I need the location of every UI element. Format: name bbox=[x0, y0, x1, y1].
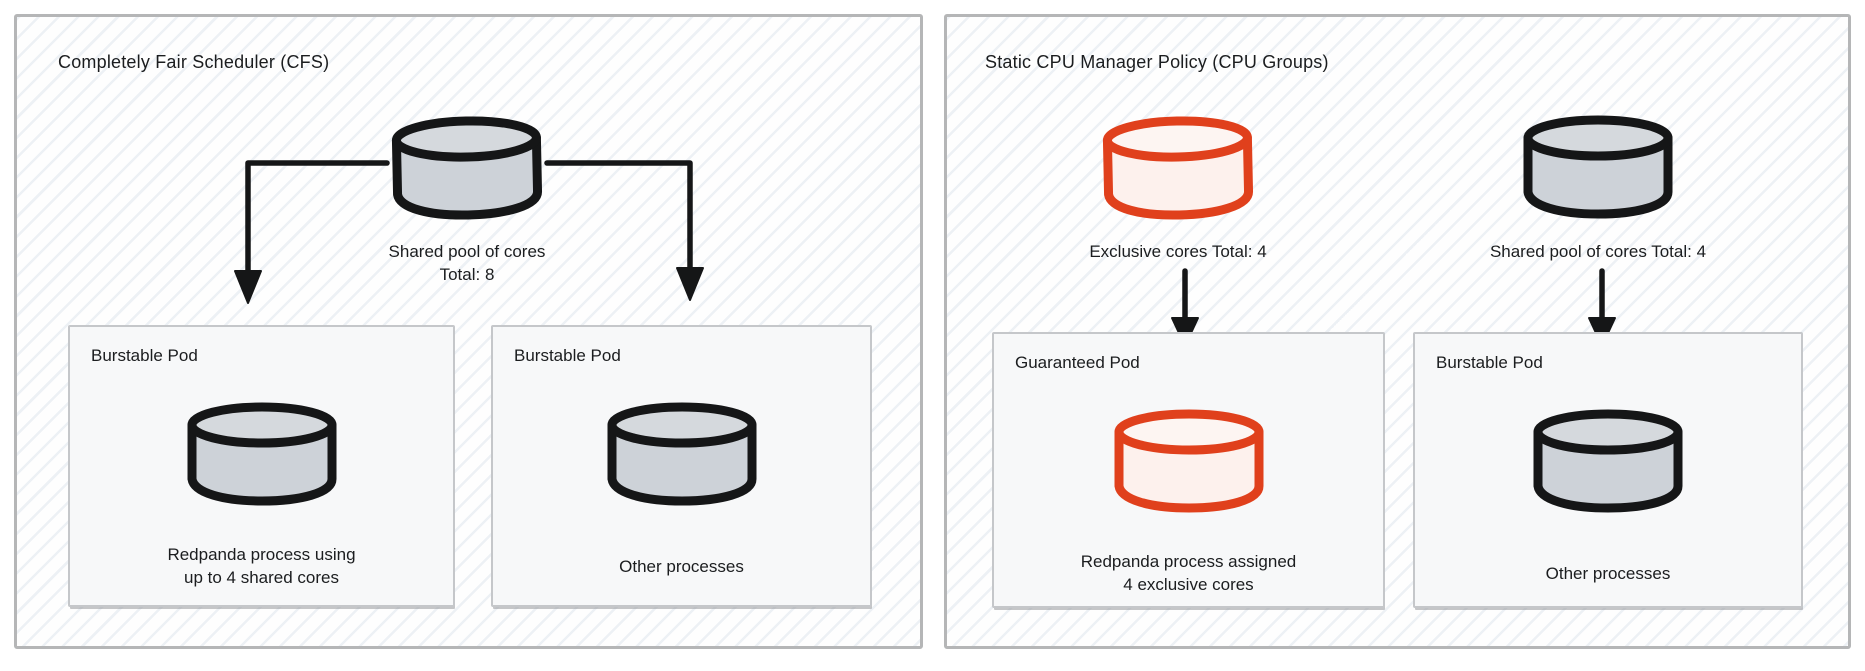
panel-static-cpu-manager: Static CPU Manager Policy (CPU Groups) E… bbox=[944, 14, 1851, 649]
pool-label-line: Shared pool of cores bbox=[388, 242, 546, 261]
pod-cylinder-icon bbox=[1533, 409, 1683, 513]
pod-box-burstable-other: Burstable Pod Other processes bbox=[491, 325, 872, 607]
caption-line: Other processes bbox=[619, 557, 744, 576]
pod-title: Burstable Pod bbox=[1436, 353, 1543, 372]
exclusive-cores-cylinder-icon bbox=[1102, 116, 1254, 220]
arrow-down-right-icon bbox=[544, 160, 704, 301]
pool-label-line: Total: 8 bbox=[439, 265, 495, 284]
pod-caption: Redpanda process assigned 4 exclusive co… bbox=[994, 550, 1383, 596]
pod-cylinder-icon bbox=[607, 402, 756, 506]
pod-title: Guaranteed Pod bbox=[1015, 353, 1140, 372]
shared-pool-label: Shared pool of cores Total: 8 bbox=[307, 240, 627, 286]
pod-cylinder-icon bbox=[187, 402, 336, 506]
caption-line: Redpanda process assigned bbox=[1080, 552, 1297, 571]
panel-title-cfs: Completely Fair Scheduler (CFS) bbox=[58, 52, 330, 72]
shared-pool-label: Shared pool of cores Total: 4 bbox=[1489, 242, 1707, 261]
arrow-down-left-icon bbox=[234, 160, 390, 304]
pod-box-burstable-other: Burstable Pod Other processes bbox=[1413, 332, 1803, 608]
panel-cfs: Completely Fair Scheduler (CFS) Shared p… bbox=[14, 14, 923, 649]
pod-title: Burstable Pod bbox=[514, 346, 621, 365]
pod-title: Burstable Pod bbox=[91, 346, 198, 365]
caption-line: up to 4 shared cores bbox=[184, 568, 339, 587]
caption-line: Other processes bbox=[1545, 564, 1671, 583]
exclusive-cores-label: Exclusive cores Total: 4 bbox=[1089, 242, 1267, 261]
caption-line: Redpanda process using bbox=[167, 545, 356, 564]
pod-box-burstable-redpanda: Burstable Pod Redpanda process using up … bbox=[68, 325, 455, 607]
pod-box-guaranteed-redpanda: Guaranteed Pod Redpanda process assigned… bbox=[992, 332, 1385, 608]
caption-line: 4 exclusive cores bbox=[1123, 575, 1254, 594]
pod-caption: Other processes bbox=[493, 555, 870, 578]
pod-cylinder-icon bbox=[1114, 409, 1263, 513]
shared-pool-cylinder-icon bbox=[1523, 115, 1673, 219]
shared-pool-cylinder-icon bbox=[391, 116, 543, 220]
panel-title-static-cpu: Static CPU Manager Policy (CPU Groups) bbox=[985, 52, 1329, 72]
pod-caption: Other processes bbox=[1415, 562, 1801, 585]
pod-caption: Redpanda process using up to 4 shared co… bbox=[70, 543, 453, 589]
